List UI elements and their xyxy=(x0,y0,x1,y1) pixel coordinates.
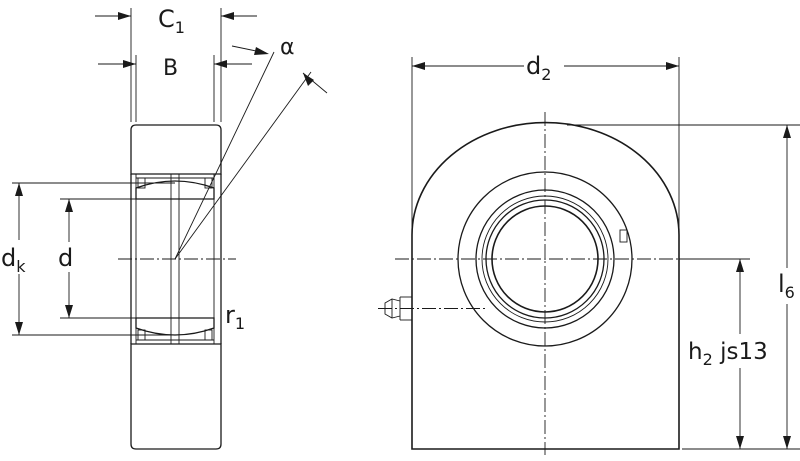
label-b: B xyxy=(163,56,178,81)
label-c1: C1 xyxy=(158,5,185,37)
housing-section-bottom xyxy=(130,343,222,450)
section-view xyxy=(118,51,312,450)
front-view xyxy=(378,112,700,455)
label-r1: r1 xyxy=(225,301,245,333)
label-l6: l6 xyxy=(778,270,795,302)
inner-ring-bottom xyxy=(135,317,215,336)
label-d: d xyxy=(58,244,73,272)
housing-outline xyxy=(411,121,680,450)
dim-l6 xyxy=(567,124,800,450)
label-d2: d2 xyxy=(526,52,551,84)
dim-b xyxy=(98,55,252,122)
label-alpha: α xyxy=(280,35,295,60)
housing-section-top xyxy=(130,124,222,175)
grease-nipple xyxy=(378,296,488,321)
inner-ring-top xyxy=(135,180,215,200)
label-dk: dk xyxy=(1,244,26,276)
label-h2-js13: h2 js13 xyxy=(688,339,768,369)
dim-alpha xyxy=(231,45,328,94)
